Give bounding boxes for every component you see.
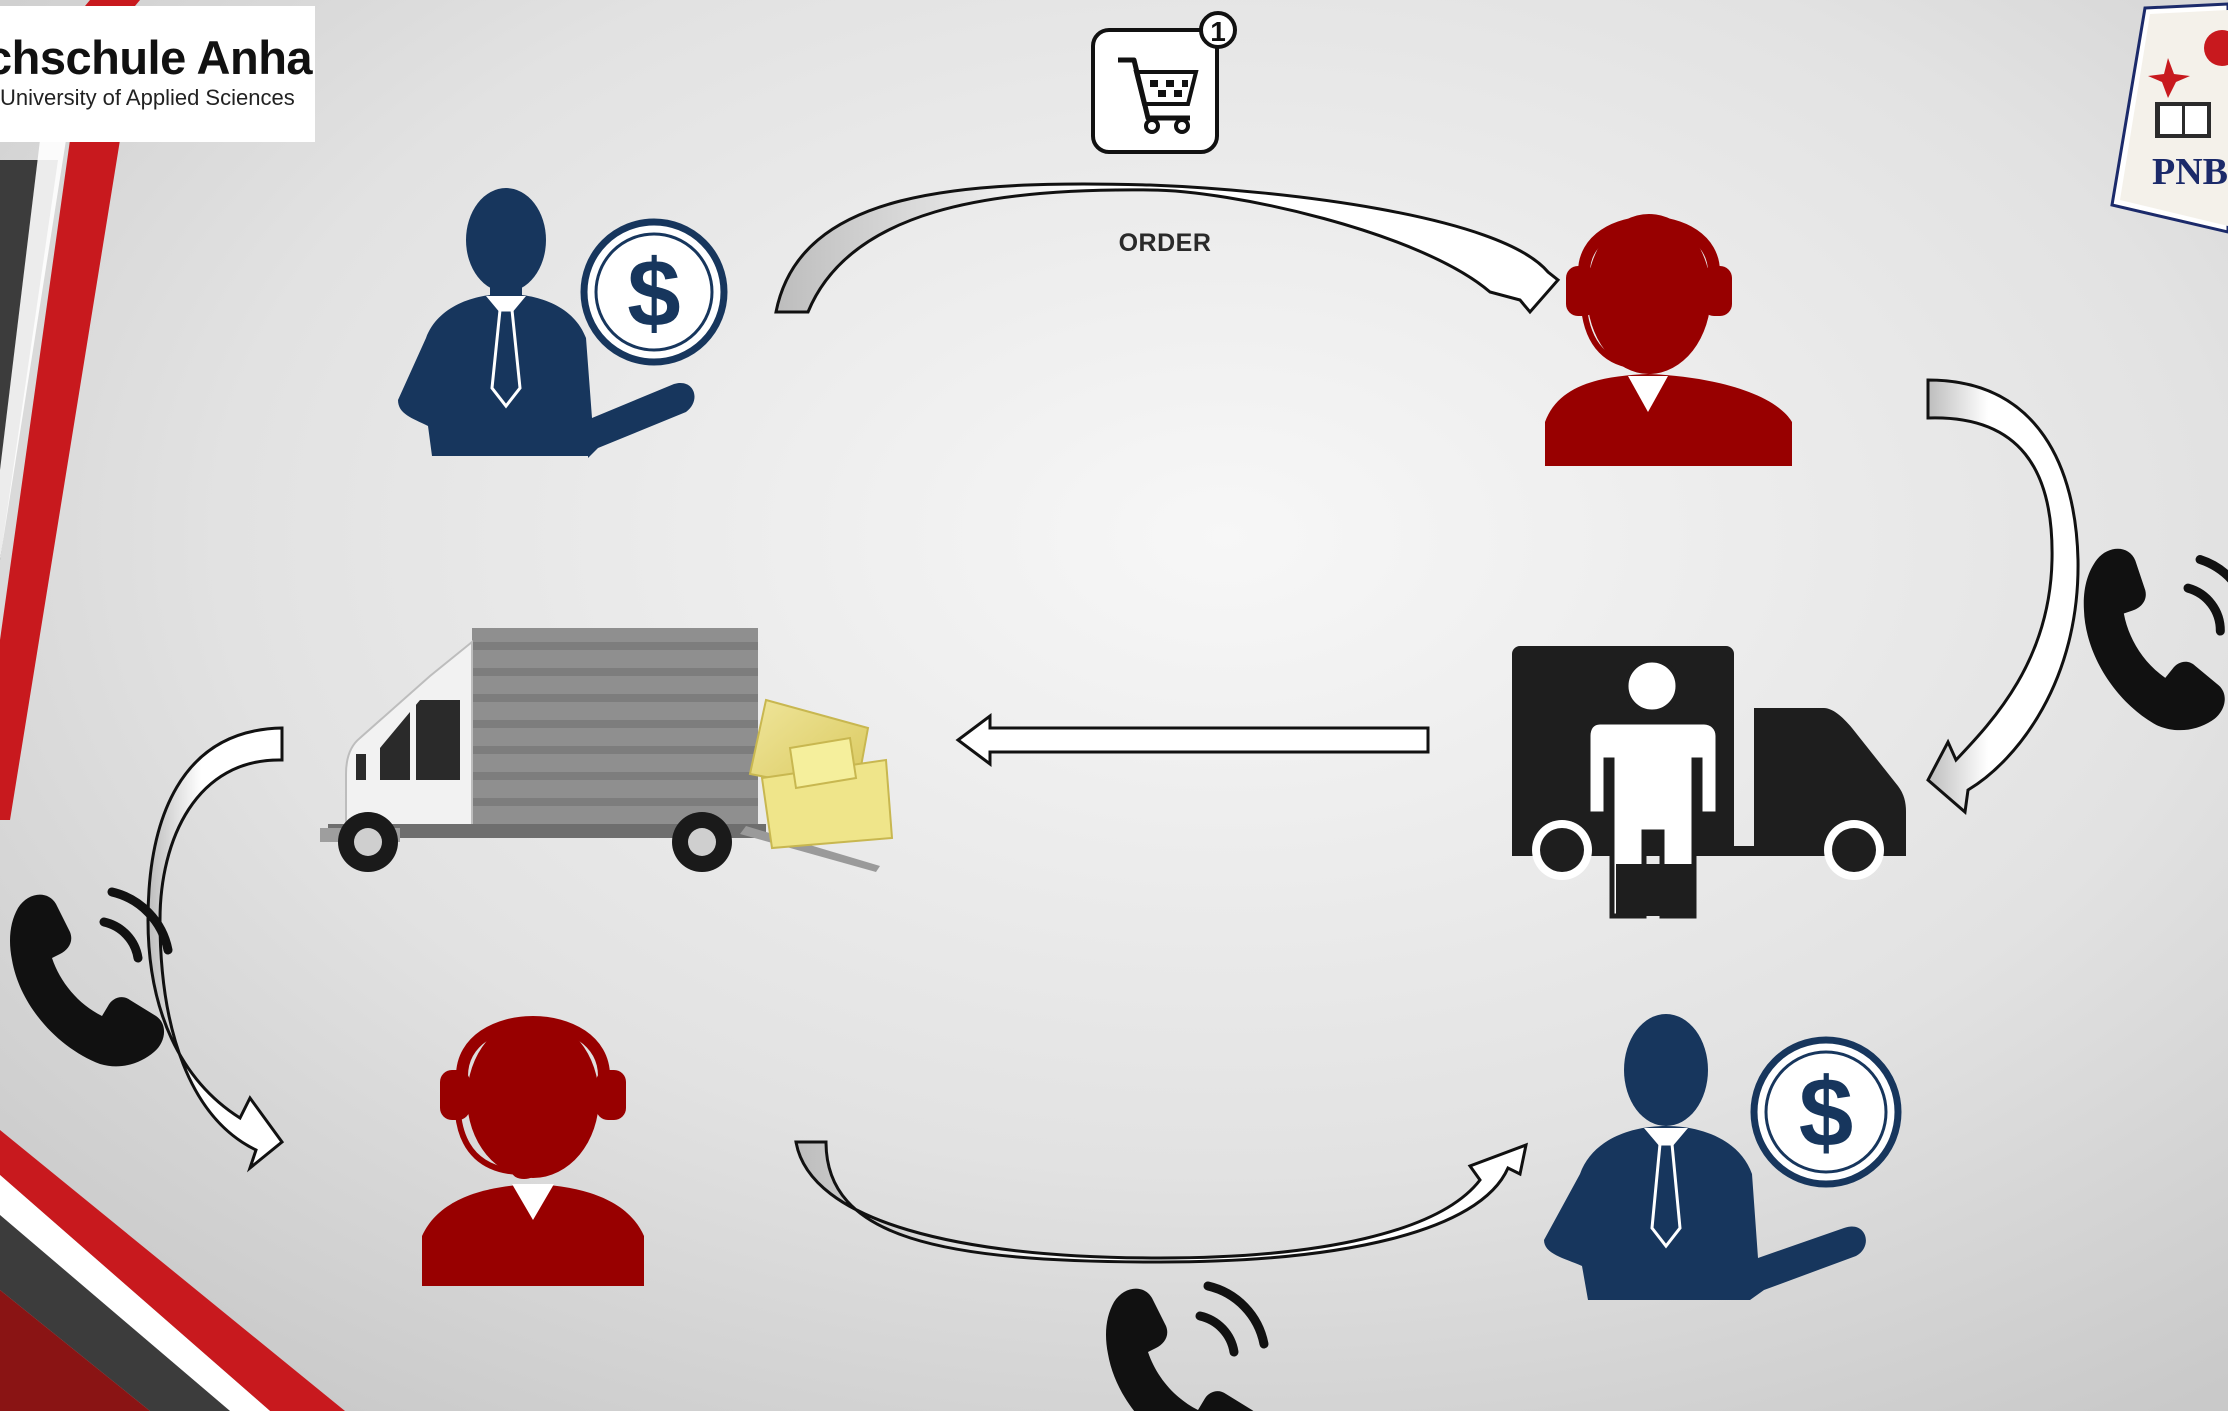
- call-agent-bottom-icon: [422, 1016, 644, 1286]
- call-agent-top-icon: [1545, 214, 1792, 466]
- top-stripes: [85, 0, 140, 6]
- logo-title: chschule Anhalt: [0, 31, 315, 84]
- shopping-cart-icon: 1: [1091, 11, 1237, 154]
- arrow-confirm: [794, 1140, 1529, 1264]
- pnb-logo: [2110, 2, 2228, 234]
- dollar-coin-icon: [580, 218, 728, 366]
- cart-badge: [1199, 11, 1237, 49]
- logo-subtitle: University of Applied Sciences: [0, 85, 295, 110]
- arrow-order: [774, 182, 1561, 315]
- phone-icon: [2083, 548, 2228, 731]
- left-stripes: [0, 140, 120, 820]
- bottom-stripes: [0, 1130, 345, 1411]
- phone-icon: [1106, 1281, 1269, 1411]
- phone-icon: [10, 887, 173, 1067]
- arrow-notify: [146, 726, 285, 1173]
- delivery-person-icon: [1512, 646, 1906, 919]
- pnb-logo-text: PNB: [2152, 151, 2228, 193]
- arrow-dispatch: [1926, 378, 2080, 815]
- hochschule-logo: chschule Anhalt University of Applied Sc…: [0, 6, 315, 142]
- order-label: ORDER: [1118, 229, 1212, 257]
- dollar-symbol: $: [627, 240, 680, 347]
- customer-bottom-icon: $: [1544, 1014, 1902, 1300]
- star-icon: [2148, 58, 2190, 98]
- dollar-coin-icon: [1750, 1036, 1902, 1188]
- customer-top-icon: $: [398, 188, 728, 458]
- dollar-symbol: $: [1799, 1057, 1854, 1167]
- arrow-handover: [955, 713, 1430, 767]
- cart-badge-count: 1: [1210, 16, 1226, 47]
- delivery-truck-icon: [320, 628, 894, 872]
